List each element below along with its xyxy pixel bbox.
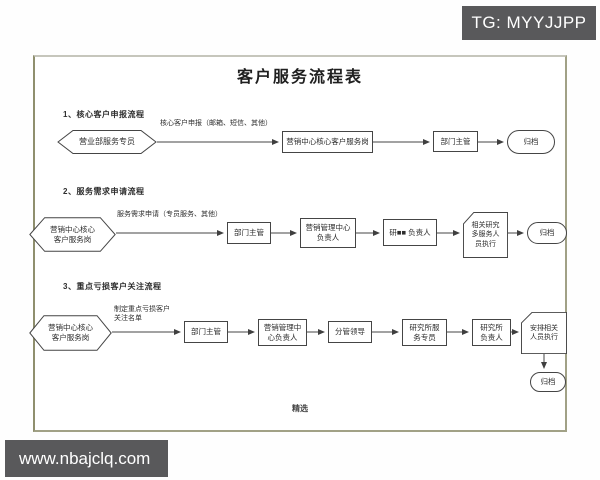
node-dept-supervisor-2: 部门主管 (227, 222, 271, 244)
node-label: 研■■ 负责人 (389, 227, 431, 237)
flow2-heading: 2、服务需求申请流程 (63, 187, 145, 196)
node-dept-supervisor-3: 部门主管 (184, 321, 228, 343)
node-archive-flow2: 归档 (527, 222, 567, 244)
node-label: 归档 (523, 137, 539, 147)
node-arrange-personnel-execute: 安排相关 人员执行 (521, 312, 567, 354)
node-dept-supervisor: 部门主管 (433, 131, 478, 152)
node-marketing-mgmt-center-director-2: 营销管理中心 负责人 (300, 218, 356, 248)
node-label: 部门主管 (191, 327, 221, 337)
node-institute-director-3: 研究所 负责人 (472, 319, 511, 346)
flow1-edge-label: 核心客户申报（邮箱、短信、其他） (160, 120, 272, 127)
flow2-edge-label: 服务需求申请（专员服务、其他） (117, 211, 222, 218)
node-archive-flow3: 归档 (530, 372, 566, 392)
node-sales-dept-service-specialist: 营业部服务专员 (57, 130, 157, 154)
node-label: 营销管理中 心负责人 (263, 322, 302, 342)
node-label: 相关研究 多服务人 员执行 (471, 222, 500, 248)
node-marketing-mgmt-center-director-3: 营销管理中 心负责人 (258, 319, 307, 346)
flow3-heading: 3、重点亏损客户关注流程 (63, 282, 162, 291)
page-title: 客户服务流程表 (236, 69, 363, 86)
node-marketing-center-core-customer-service-post-2: 营销中心核心 客户服务岗 (29, 217, 116, 252)
website-watermark-badge: www.nbajclq.com (5, 440, 168, 477)
node-label: 安排相关 人员执行 (530, 324, 558, 341)
node-marketing-center-core-customer-service-post: 营销中心核心客户服务岗 (282, 131, 373, 153)
hexagon-shape (57, 130, 157, 154)
node-label: 营业部服务专员 (79, 136, 135, 146)
node-marketing-center-core-customer-service-post-3: 营销中心核心 客户服务岗 (29, 315, 112, 351)
node-label: 分管领导 (335, 327, 365, 337)
flow3-edge-label: 制定重点亏损客户 关注名单 (114, 306, 170, 323)
node-label: 研究所 负责人 (480, 322, 503, 342)
node-label: 营销中心核心 客户服务岗 (50, 224, 95, 244)
footer-note: 精选 (292, 404, 308, 413)
node-label: 研究所服 务专员 (409, 322, 440, 342)
node-institute-service-specialist: 研究所服 务专员 (402, 319, 447, 346)
node-related-research-staff-execute: 相关研究 多服务人 员执行 (463, 212, 508, 258)
hexagon-shape (29, 217, 116, 252)
node-leader-in-charge: 分管领导 (328, 321, 372, 343)
hexagon-shape (29, 315, 112, 351)
card-notched-shape (463, 212, 508, 258)
node-label: 部门主管 (440, 136, 471, 146)
node-label: 营销中心核心 客户服务岗 (48, 323, 93, 342)
node-label: 部门主管 (234, 228, 264, 238)
flow1-heading: 1、核心客户申报流程 (63, 110, 145, 119)
node-label: 归档 (540, 377, 556, 387)
node-label: 营销中心核心客户服务岗 (286, 137, 369, 147)
node-archive-flow1: 归档 (507, 130, 555, 154)
node-institute-director-2: 研■■ 负责人 (383, 219, 437, 246)
card-notched-shape (521, 312, 567, 354)
node-label: 营销管理中心 负责人 (305, 223, 351, 242)
telegram-watermark-badge: TG: MYYJJPP (462, 6, 596, 40)
node-label: 归档 (539, 228, 555, 238)
